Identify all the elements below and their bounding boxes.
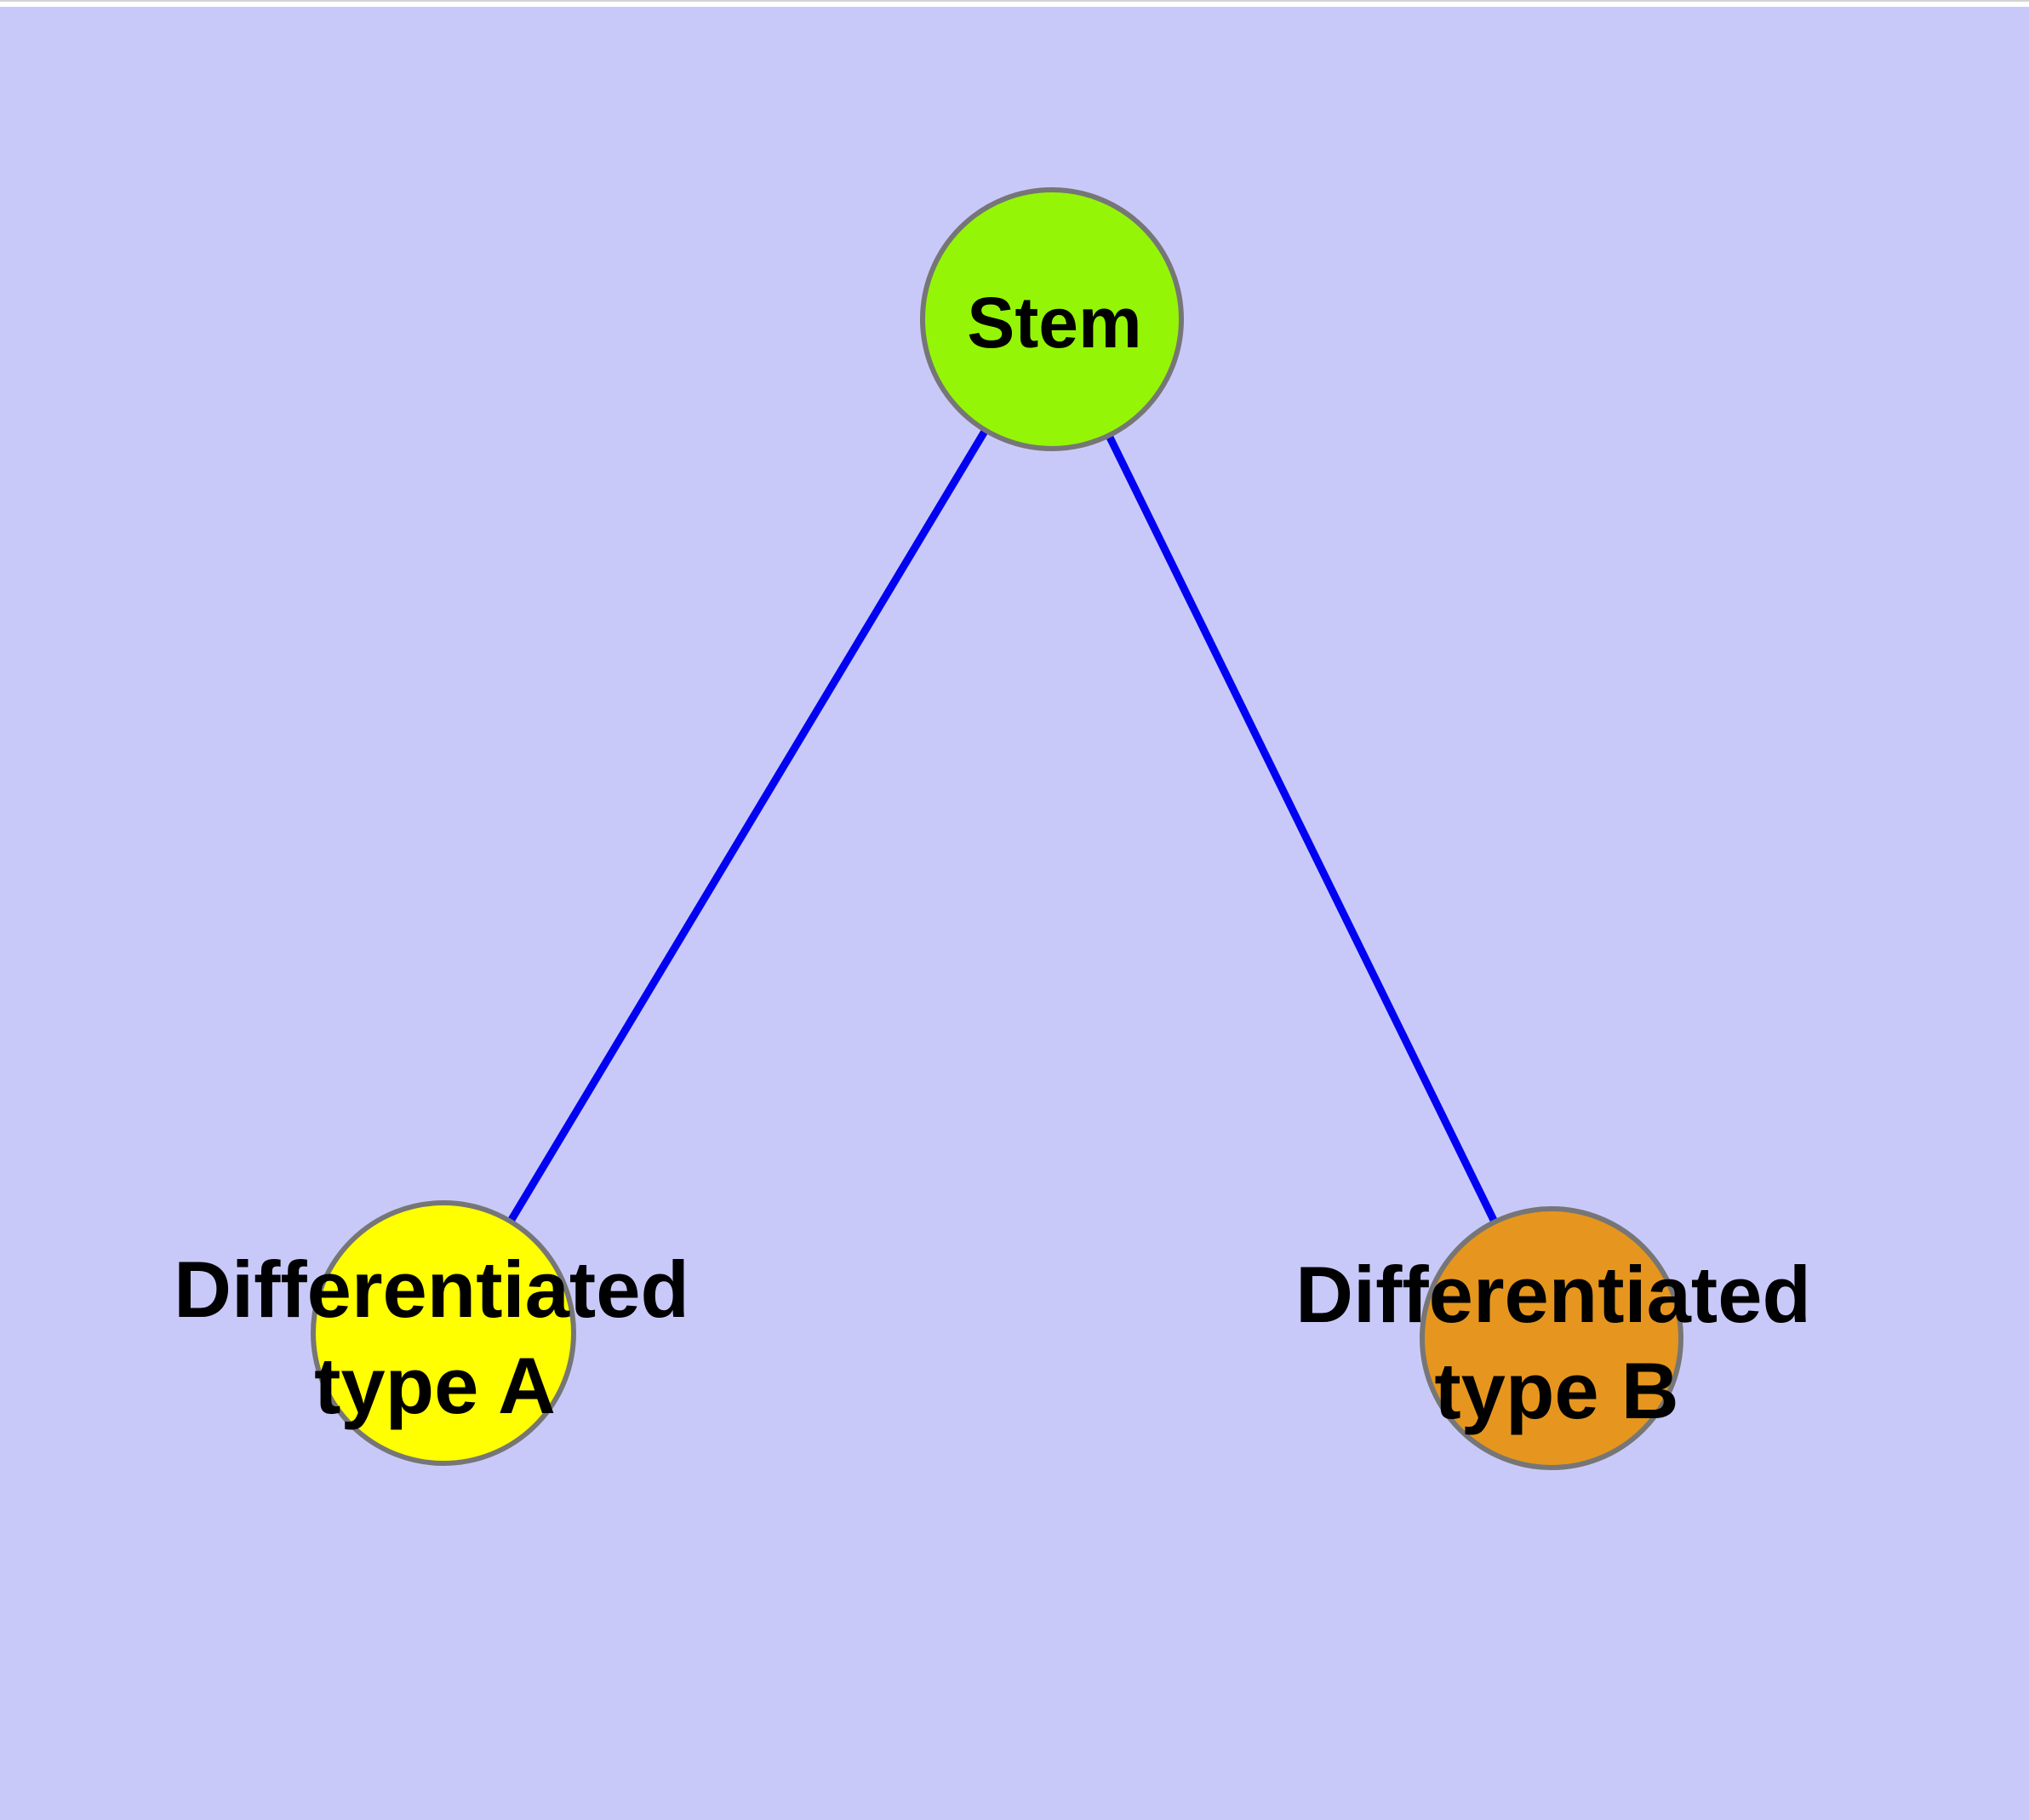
- node-stem: Stem: [920, 187, 1184, 451]
- node-type-a-label-line1: Differentiated: [174, 1245, 689, 1334]
- edge-group: [440, 317, 1556, 1340]
- node-type-b-label-line2: type B: [1434, 1346, 1678, 1435]
- node-stem-label: Stem: [967, 283, 1141, 363]
- node-type-a-circle: [311, 1200, 576, 1466]
- node-type-a-label-line2: type A: [314, 1341, 556, 1430]
- node-type-a: Differentiated type A: [174, 1200, 689, 1466]
- node-type-b-circle: [1420, 1206, 1683, 1470]
- edge-stem-to-type-a: [440, 317, 1055, 1336]
- node-stem-circle: [920, 187, 1184, 451]
- edge-stem-to-type-b: [1048, 318, 1556, 1340]
- node-type-b: Differentiated type B: [1295, 1206, 1811, 1470]
- node-type-b-label-line1: Differentiated: [1295, 1250, 1811, 1339]
- top-border-line: [0, 0, 2029, 2]
